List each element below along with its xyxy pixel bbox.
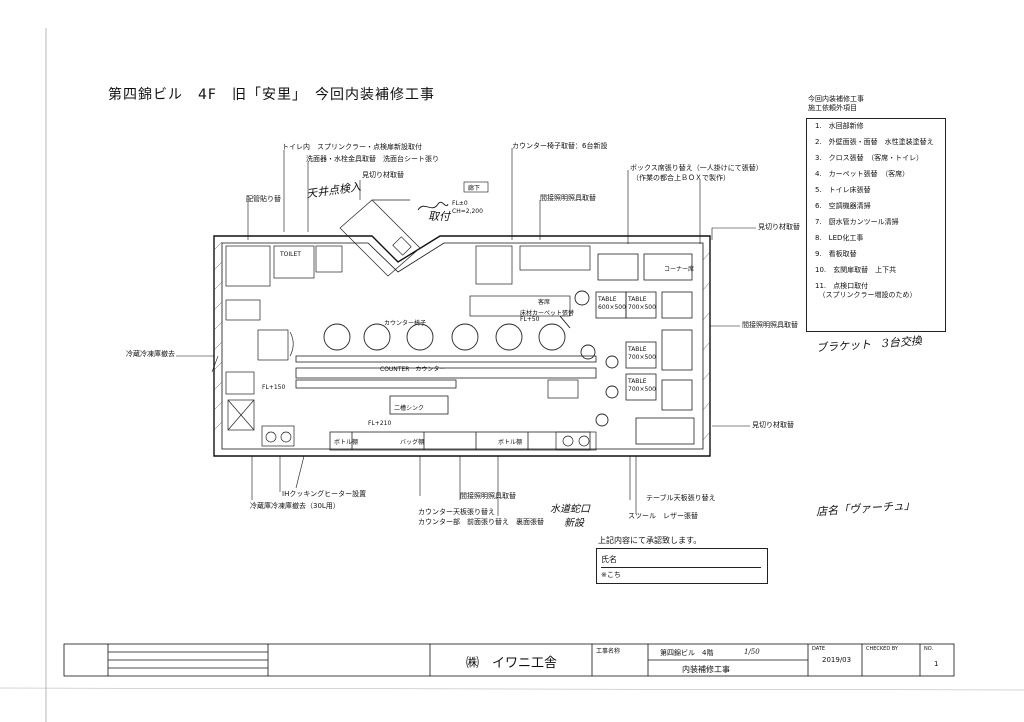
corridor-label: 廊下 xyxy=(468,185,481,192)
floor-plus-210: FL+210 xyxy=(368,420,392,427)
sheet-number: 1 xyxy=(934,660,939,668)
handwriting-faucet: 水道蛇口 xyxy=(550,504,590,515)
callout-kansuke-left: 配管貼り替 xyxy=(246,195,281,203)
callout-shutter-bottom: 間接照明照具取替 xyxy=(460,492,516,500)
callout-mikiri-top: 見切り材取替 xyxy=(362,171,404,179)
table-2-size: 700×500 xyxy=(628,304,656,311)
scale-note: 1/50 xyxy=(744,648,760,656)
legend-item: 7. 厨水管カンツール清掃 xyxy=(815,218,899,226)
bottle-shelf-1: ボトル棚 xyxy=(334,439,359,446)
ceiling-height: CH=2,200 xyxy=(452,208,483,215)
legend-item: 3. クロス張替 （客席・トイレ） xyxy=(815,154,924,162)
callout-cooking-heater: IHクッキングヒーター設置 xyxy=(282,490,367,498)
callout-shutter-right: 間接照明照具取替 xyxy=(742,321,798,329)
handwriting-install: 取付 xyxy=(428,210,450,223)
callout-cold-case-bottom: 冷蔵庫冷凍庫撤去（30L用） xyxy=(250,502,340,510)
handwriting-new: 新設 xyxy=(564,518,584,529)
callout-stool: スツール レザー張替 xyxy=(628,512,698,520)
date-value: 2019/03 xyxy=(822,656,852,664)
callout-wash-basin: 洗面器・水栓金具取替 洗面台シート張り xyxy=(306,155,439,163)
counter-chair-label: カウンター椅子 xyxy=(384,320,427,327)
approval-name-label: 氏名 xyxy=(601,555,617,564)
bag-shelf: バッグ棚 xyxy=(400,439,425,446)
company-name: ㈱ イワニ工舎 xyxy=(466,656,558,671)
toilet-label: TOILET xyxy=(280,251,301,258)
callout-counter-chair: カウンター椅子取替：6台新設 xyxy=(512,142,608,150)
double-sink: 二槽シンク xyxy=(394,405,425,412)
callout-counter-top-1: カウンター天板張り替え xyxy=(418,508,495,516)
seat-carpet: 床材カーペット張替 xyxy=(520,310,575,317)
callout-box-seat-2: （作業の都合上ＢＯＸで製作） xyxy=(632,174,730,182)
seat-floor-level: FL+50 xyxy=(520,316,540,323)
table-1: TABLE xyxy=(598,296,617,303)
bottle-shelf-2: ボトル棚 xyxy=(498,439,523,446)
callout-mikiri-right-top: 見切り材取替 xyxy=(758,223,800,231)
seat-label: 客席 xyxy=(538,299,551,306)
approval-note: 上記内容にて承認致します。 xyxy=(598,536,702,545)
outer-wall xyxy=(213,235,711,457)
legend-item: （スプリンクラー増設のため） xyxy=(815,291,917,299)
legend-item: 5. トイレ床張替 xyxy=(815,186,871,194)
number-label: NO. xyxy=(924,646,934,652)
approval-date-label: ※こち xyxy=(601,571,621,579)
counter-stools xyxy=(323,290,619,427)
legend-item: 11. 点検口取付 xyxy=(815,282,869,290)
legend-heading: 今回内装補修工事 施工依頼外項目 xyxy=(808,95,864,113)
approval-box: 氏名 ※こち xyxy=(596,548,768,584)
legend-item: 4. カーペット張替 （客席） xyxy=(815,170,910,178)
checked-by-label: CHECKED BY xyxy=(866,646,898,652)
callout-shutter-top: 間接照明照具取替 xyxy=(540,194,596,202)
table-2: TABLE xyxy=(628,296,647,303)
table-3-size: 700×500 xyxy=(628,354,656,361)
callout-mikiri-right-bottom: 見切り材取替 xyxy=(752,421,794,429)
project-label: 工事名称 xyxy=(596,648,621,655)
table-4: TABLE xyxy=(628,378,647,385)
legend-heading-line2: 施工依頼外項目 xyxy=(808,104,857,112)
callout-counter-top-2: カウンター部 前面張り替え 裏面張替 xyxy=(418,518,544,526)
legend-item: 1. 水回部新修 xyxy=(815,122,864,130)
drawing-title: 第四錦ビル 4F 旧「安里」 今回内装補修工事 xyxy=(108,87,435,103)
work-items-legend: 1. 水回部新修 2. 外壁面張・面替 水性塗装塗替え 3. クロス張替 （客席… xyxy=(806,118,946,332)
legend-item: 9. 看板取替 xyxy=(815,250,857,258)
legend-item: 2. 外壁面張・面替 水性塗装塗替え xyxy=(815,138,934,146)
corner-seat: コーナー席 xyxy=(664,266,695,273)
table-3: TABLE xyxy=(628,346,647,353)
counter-line-label: COUNTER カウンター xyxy=(380,366,446,373)
callout-toilet-sprinkler: トイレ内 スプリンクラー・点検扉新設取付 xyxy=(282,143,422,151)
floor-plus-150: FL+150 xyxy=(262,384,286,391)
building-name: 第四錦ビル 4階 xyxy=(660,649,714,657)
legend-heading-line1: 今回内装補修工事 xyxy=(808,95,864,103)
title-block-frame xyxy=(63,643,955,677)
callout-box-seat-1: ボックス席張り替え（一人掛けにて張替） xyxy=(630,164,763,172)
table-4-size: 700×500 xyxy=(628,386,656,393)
callout-cold-case: 冷蔵冷凍庫撤去 xyxy=(126,350,175,358)
table-1-size: 600×500 xyxy=(598,304,626,311)
legend-item: 6. 空調機器清掃 xyxy=(815,202,871,210)
callout-table-replace: テーブル天板張り替え xyxy=(646,494,716,502)
date-label: DATE xyxy=(812,646,826,652)
floor-level: FL±0 xyxy=(452,200,468,207)
legend-item: 10. 玄関扉取替 上下共 xyxy=(815,266,897,274)
work-name: 内装補修工事 xyxy=(682,665,730,674)
approval-divider xyxy=(601,567,761,568)
legend-item: 8. LED化工事 xyxy=(815,234,864,242)
